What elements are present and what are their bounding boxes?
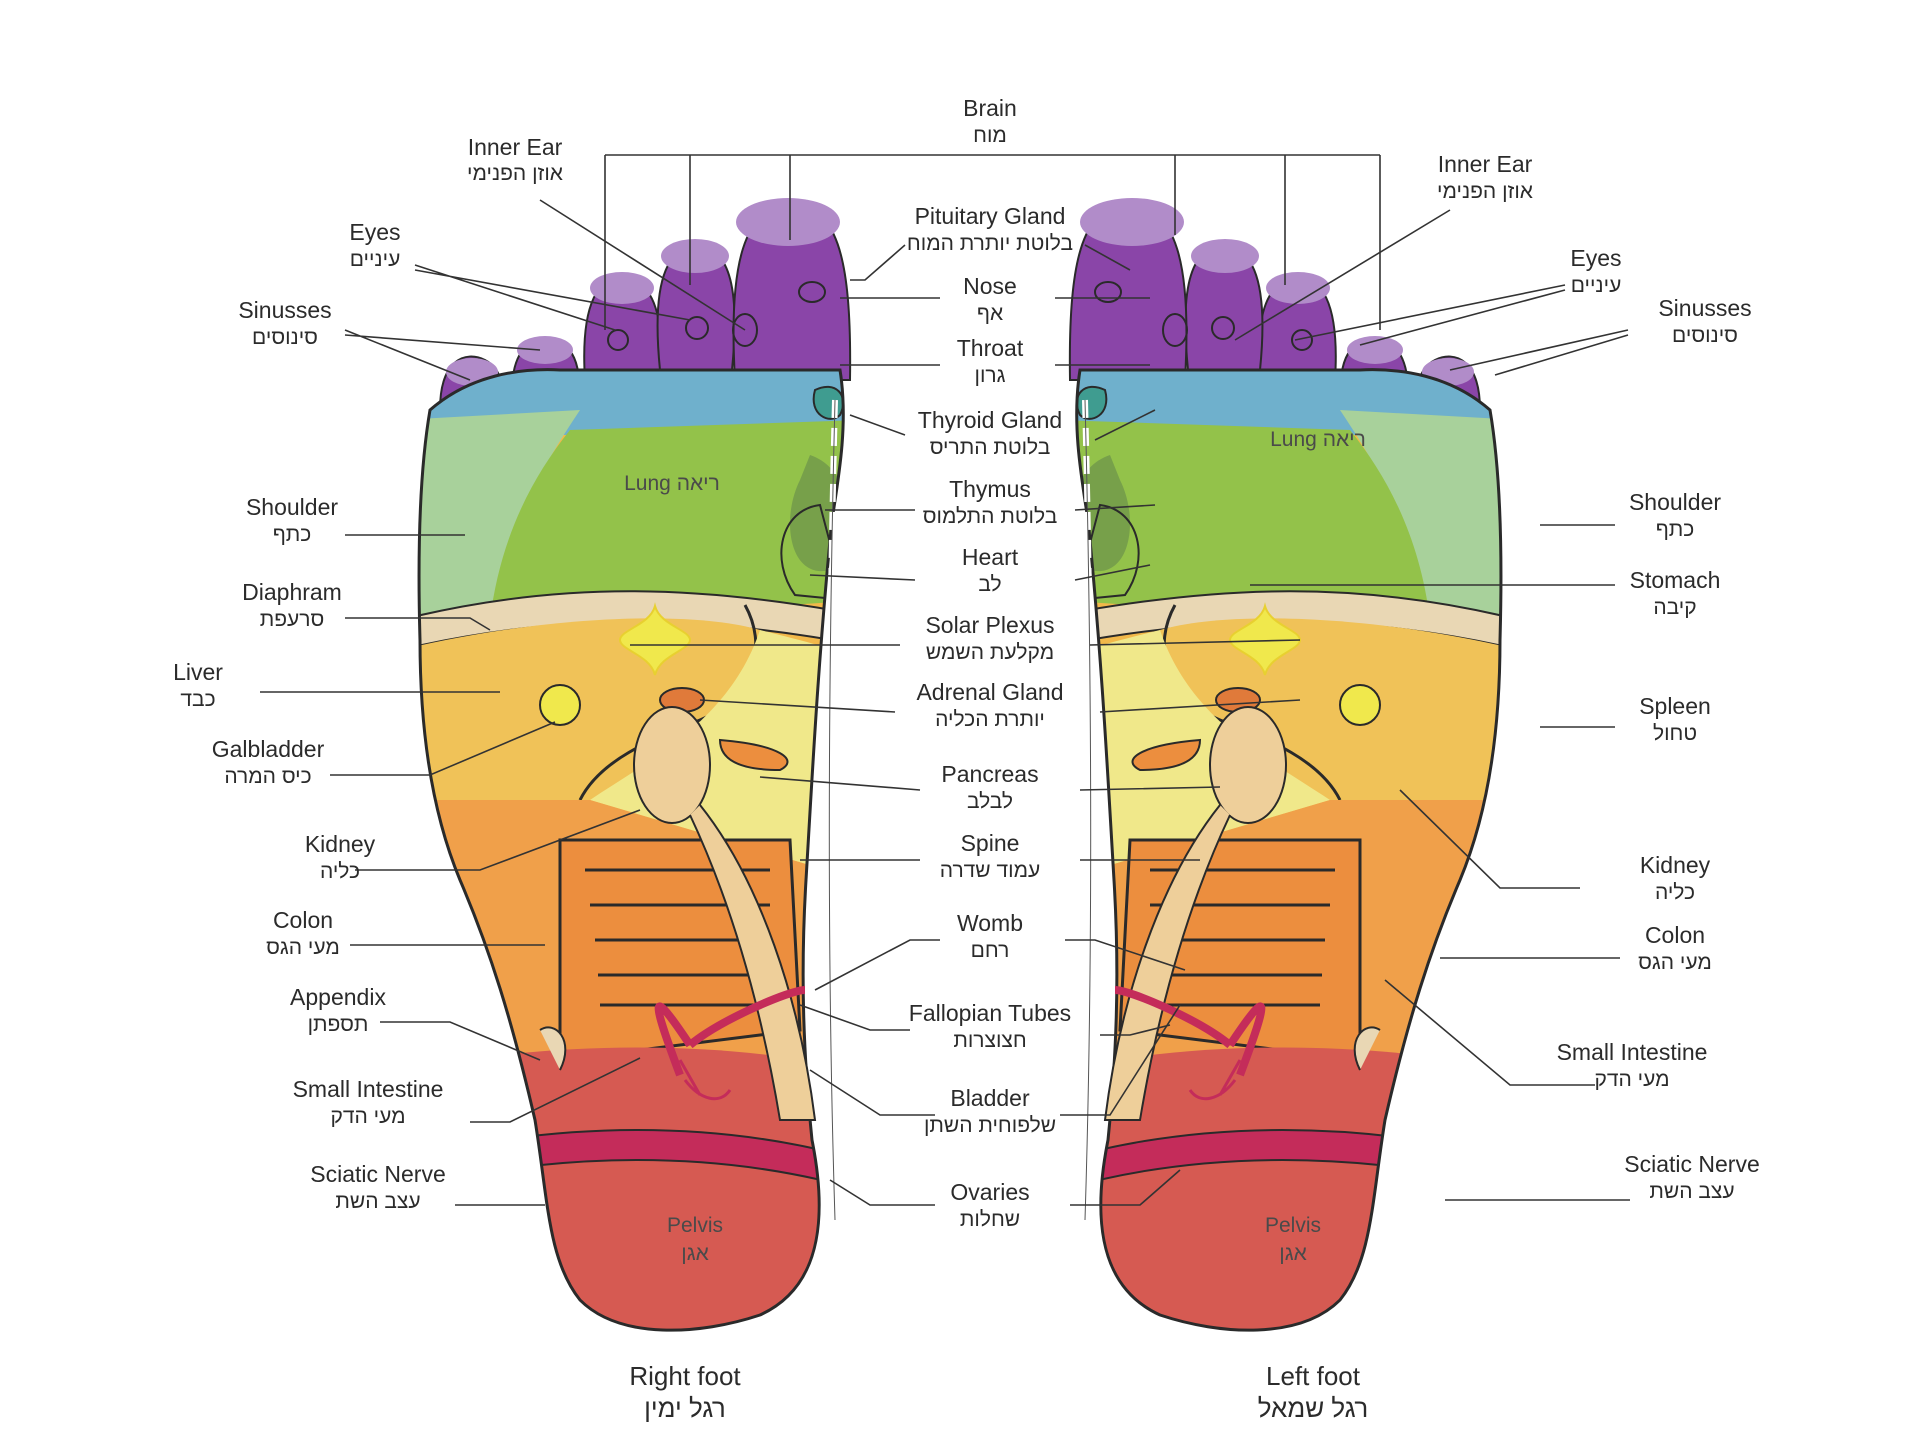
- fallopian-tubes-en: Fallopian Tubes: [909, 1000, 1071, 1026]
- right-sciatic-nerve-en: Sciatic Nerve: [310, 1161, 445, 1187]
- right-foot-labels: Inner Ear אוזן הפנימי Eyes עיניים Sinuss…: [173, 134, 563, 1213]
- right-galbladder-he: כיס המרה: [224, 765, 311, 788]
- pancreas-en: Pancreas: [941, 761, 1038, 787]
- right-eyes-en: Eyes: [349, 219, 400, 245]
- pituitary-gland-he: בלוטת יותרת המוח: [907, 232, 1073, 255]
- left-shoulder-he: כתף: [1656, 518, 1695, 541]
- right-colon-he: מעי הגס: [266, 936, 340, 959]
- right-inner-ear-en: Inner Ear: [468, 134, 563, 160]
- right-sinusses-he: סינוסים: [252, 326, 318, 349]
- left-sinusses-en: Sinusses: [1658, 295, 1751, 321]
- throat-he: גרון: [974, 364, 1005, 387]
- left-small-intestine-he: מעי הדק: [1594, 1068, 1669, 1091]
- right-foot-caption-he: רגל ימין: [644, 1393, 726, 1423]
- nose-en: Nose: [963, 273, 1017, 299]
- left-foot-caption-he: רגל שמאל: [1258, 1393, 1369, 1423]
- left-pelvis-label-he: אגן: [1279, 1242, 1307, 1265]
- left-small-intestine-en: Small Intestine: [1557, 1039, 1708, 1065]
- left-kidney-en: Kidney: [1640, 852, 1711, 878]
- right-diaphram-he: סרעפת: [260, 608, 325, 631]
- brain-label-he: מוח: [973, 124, 1007, 147]
- left-foot: [1060, 198, 1520, 1360]
- left-stomach-en: Stomach: [1630, 567, 1721, 593]
- left-spleen-en: Spleen: [1639, 693, 1711, 719]
- pancreas-he: לבלב: [967, 790, 1013, 813]
- left-sciatic-nerve-en: Sciatic Nerve: [1624, 1151, 1759, 1177]
- bladder-en: Bladder: [950, 1085, 1030, 1111]
- right-shoulder-en: Shoulder: [246, 494, 338, 520]
- womb-en: Womb: [957, 910, 1023, 936]
- spine-he: עמוד שדרה: [940, 859, 1040, 882]
- left-eyes-he: עיניים: [1571, 274, 1622, 297]
- right-shoulder-he: כתף: [273, 523, 312, 546]
- right-liver-he: כבד: [180, 688, 215, 711]
- left-colon-he: מעי הגס: [1638, 951, 1712, 974]
- heart-he: לב: [978, 573, 1001, 596]
- thyroid-gland-en: Thyroid Gland: [918, 407, 1062, 433]
- solar-plexus-en: Solar Plexus: [925, 612, 1054, 638]
- left-foot-caption-en: Left foot: [1266, 1361, 1361, 1391]
- right-small-intestine-en: Small Intestine: [293, 1076, 444, 1102]
- ovaries-en: Ovaries: [950, 1179, 1029, 1205]
- left-colon-en: Colon: [1645, 922, 1705, 948]
- thymus-he: בלוטת התלמוס: [923, 505, 1058, 528]
- center-labels: Pituitary Gland בלוטת יותרת המוח Nose אף…: [907, 203, 1073, 1231]
- left-spleen-he: טחול: [1653, 722, 1697, 745]
- right-appendix-en: Appendix: [290, 984, 386, 1010]
- heart-en: Heart: [962, 544, 1019, 570]
- left-kidney-he: כליה: [1655, 881, 1695, 904]
- right-foot-caption-en: Right foot: [629, 1361, 741, 1391]
- right-lung-label: Lung ריאה: [624, 472, 720, 495]
- left-shoulder-en: Shoulder: [1629, 489, 1721, 515]
- bladder-he: שלפוחית השתן: [924, 1114, 1056, 1137]
- left-sinusses-he: סינוסים: [1672, 324, 1738, 347]
- left-pelvis-label-en: Pelvis: [1265, 1214, 1321, 1237]
- pituitary-gland-en: Pituitary Gland: [915, 203, 1066, 229]
- womb-he: רחם: [971, 939, 1010, 962]
- left-stomach-he: קיבה: [1653, 596, 1696, 619]
- spine-en: Spine: [961, 830, 1020, 856]
- left-sciatic-nerve-he: עצב השת: [1649, 1180, 1734, 1203]
- right-leaders: [260, 199, 746, 1206]
- center-leaders: [630, 244, 1301, 1206]
- right-sciatic-nerve-he: עצב השת: [335, 1190, 420, 1213]
- right-sinusses-en: Sinusses: [238, 297, 331, 323]
- right-diaphram-en: Diaphram: [242, 579, 342, 605]
- thymus-en: Thymus: [949, 476, 1031, 502]
- right-liver-en: Liver: [173, 659, 223, 685]
- left-foot-labels: Inner Ear אוזן הפנימי Eyes עיניים Sinuss…: [1437, 151, 1760, 1203]
- right-pelvis-label-he: אגן: [681, 1242, 709, 1265]
- nose-he: אף: [977, 302, 1003, 325]
- fallopian-tubes-he: חצוצרות: [953, 1029, 1026, 1052]
- right-kidney-en: Kidney: [305, 831, 376, 857]
- throat-en: Throat: [957, 335, 1024, 361]
- ovaries-he: שחלות: [960, 1208, 1020, 1231]
- left-lung-label: Lung ריאה: [1270, 428, 1366, 451]
- right-galbladder-en: Galbladder: [212, 736, 325, 762]
- right-pelvis-label-en: Pelvis: [667, 1214, 723, 1237]
- brain-bracket: [604, 154, 1381, 330]
- right-kidney-he: כליה: [320, 860, 360, 883]
- right-appendix-he: תספתן: [308, 1013, 369, 1036]
- right-eyes-he: עיניים: [350, 248, 401, 271]
- right-small-intestine-he: מעי הדק: [330, 1105, 405, 1128]
- adrenal-gland-he: יותרת הכליה: [935, 708, 1045, 731]
- solar-plexus-he: מקלעת השמש: [926, 641, 1054, 664]
- right-inner-ear-he: אוזן הפנימי: [467, 162, 563, 185]
- left-leaders: [1234, 209, 1630, 1201]
- brain-label-en: Brain: [963, 95, 1017, 121]
- left-eyes-en: Eyes: [1570, 245, 1621, 271]
- adrenal-gland-en: Adrenal Gland: [916, 679, 1063, 705]
- thyroid-gland-he: בלוטת התריס: [930, 436, 1051, 459]
- left-inner-ear-he: אוזן הפנימי: [1437, 180, 1533, 203]
- left-inner-ear-en: Inner Ear: [1438, 151, 1533, 177]
- right-colon-en: Colon: [273, 907, 333, 933]
